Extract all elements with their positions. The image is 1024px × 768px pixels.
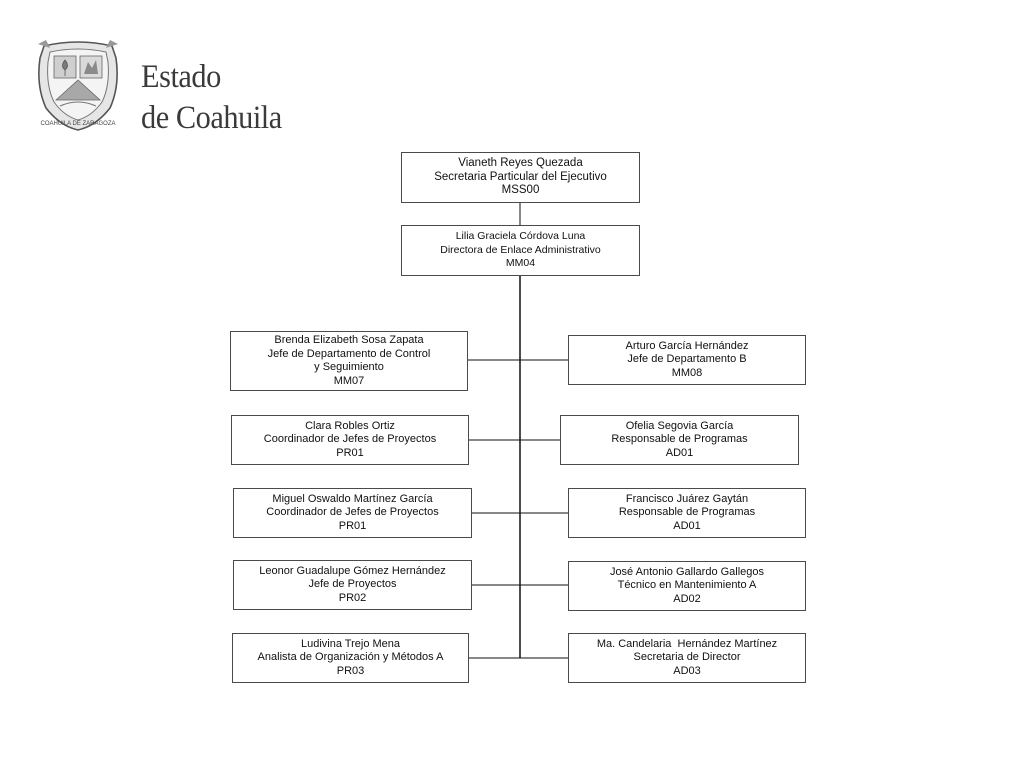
brand-title-line1: Estado — [141, 59, 221, 95]
node-code: PR02 — [338, 591, 367, 604]
node-title: Responsable de Programas — [618, 506, 756, 519]
node-code: AD01 — [665, 446, 694, 459]
org-node-right-5: Ma. Candelaria Hernández Martínez Secret… — [568, 633, 806, 683]
node-title: Jefe de Proyectos — [308, 578, 397, 591]
node-code: PR03 — [336, 664, 365, 677]
node-code: MM04 — [505, 257, 536, 270]
node-name: Ludivina Trejo Mena — [300, 637, 401, 650]
seal-text: COAHUILA DE ZARAGOZA — [40, 121, 115, 127]
node-name: Francisco Juárez Gaytán — [625, 492, 749, 505]
node-title: Coordinador de Jefes de Proyectos — [266, 506, 439, 519]
node-name: Miguel Oswaldo Martínez García — [272, 492, 433, 505]
node-title-cont: y Seguimiento — [314, 361, 384, 373]
node-code: AD03 — [673, 664, 701, 677]
node-code: PR01 — [336, 446, 364, 459]
node-name: Ma. Candelaria Hernández Martínez — [596, 637, 778, 650]
org-node-left-5: Ludivina Trejo Mena Analista de Organiza… — [232, 633, 469, 683]
node-name: Lilia Graciela Córdova Luna — [455, 230, 586, 243]
node-title: Secretaria Particular del Ejecutivo — [434, 170, 607, 183]
org-node-right-3: Francisco Juárez Gaytán Responsable de P… — [568, 488, 806, 538]
org-node-left-3: Miguel Oswaldo Martínez García Coordinad… — [233, 488, 472, 538]
org-node-left-2: Clara Robles Ortiz Coordinador de Jefes … — [231, 415, 469, 465]
node-name: Clara Robles Ortiz — [305, 419, 395, 432]
node-name: Arturo García Hernández — [625, 339, 749, 352]
node-name: Vianeth Reyes Quezada — [458, 157, 583, 170]
node-name: José Antonio Gallardo Gallegos — [609, 565, 765, 578]
node-code: AD01 — [673, 519, 701, 532]
org-node-left-4: Leonor Guadalupe Gómez Hernández Jefe de… — [233, 560, 472, 610]
org-node-right-4: José Antonio Gallardo Gallegos Técnico e… — [568, 561, 806, 611]
node-name: Brenda Elizabeth Sosa Zapata — [274, 334, 424, 346]
node-code: AD02 — [673, 592, 701, 605]
node-title: Coordinador de Jefes de Proyectos — [263, 433, 437, 446]
org-node-left-1: Brenda Elizabeth Sosa Zapata Jefe de Dep… — [230, 331, 468, 391]
node-title: Jefe de Departamento B — [627, 353, 747, 366]
node-title: Directora de Enlace Administrativo — [440, 243, 601, 256]
node-code: MM07 — [333, 374, 365, 387]
node-code: PR01 — [338, 519, 367, 532]
org-node-root: Vianeth Reyes Quezada Secretaria Particu… — [401, 152, 640, 203]
node-code: MSS00 — [501, 184, 540, 197]
node-name: Leonor Guadalupe Gómez Hernández — [259, 564, 446, 577]
org-node-right-1: Arturo García Hernández Jefe de Departam… — [568, 335, 806, 385]
coat-of-arms-logo: COAHUILA DE ZARAGOZA — [38, 40, 118, 131]
node-title: Técnico en Mantenimiento A — [617, 579, 757, 592]
node-title: Responsable de Programas — [611, 433, 748, 446]
brand-title-line2: de Coahuila — [141, 100, 282, 136]
node-code: MM08 — [671, 366, 703, 379]
node-title: Jefe de Departamento de Control — [267, 347, 431, 360]
org-node-right-2: Ofelia Segovia García Responsable de Pro… — [560, 415, 799, 465]
org-node-second: Lilia Graciela Córdova Luna Directora de… — [401, 225, 640, 276]
node-name: Ofelia Segovia García — [625, 419, 734, 432]
node-title: Analista de Organización y Métodos A — [257, 651, 444, 664]
node-title: Secretaria de Director — [633, 651, 741, 664]
